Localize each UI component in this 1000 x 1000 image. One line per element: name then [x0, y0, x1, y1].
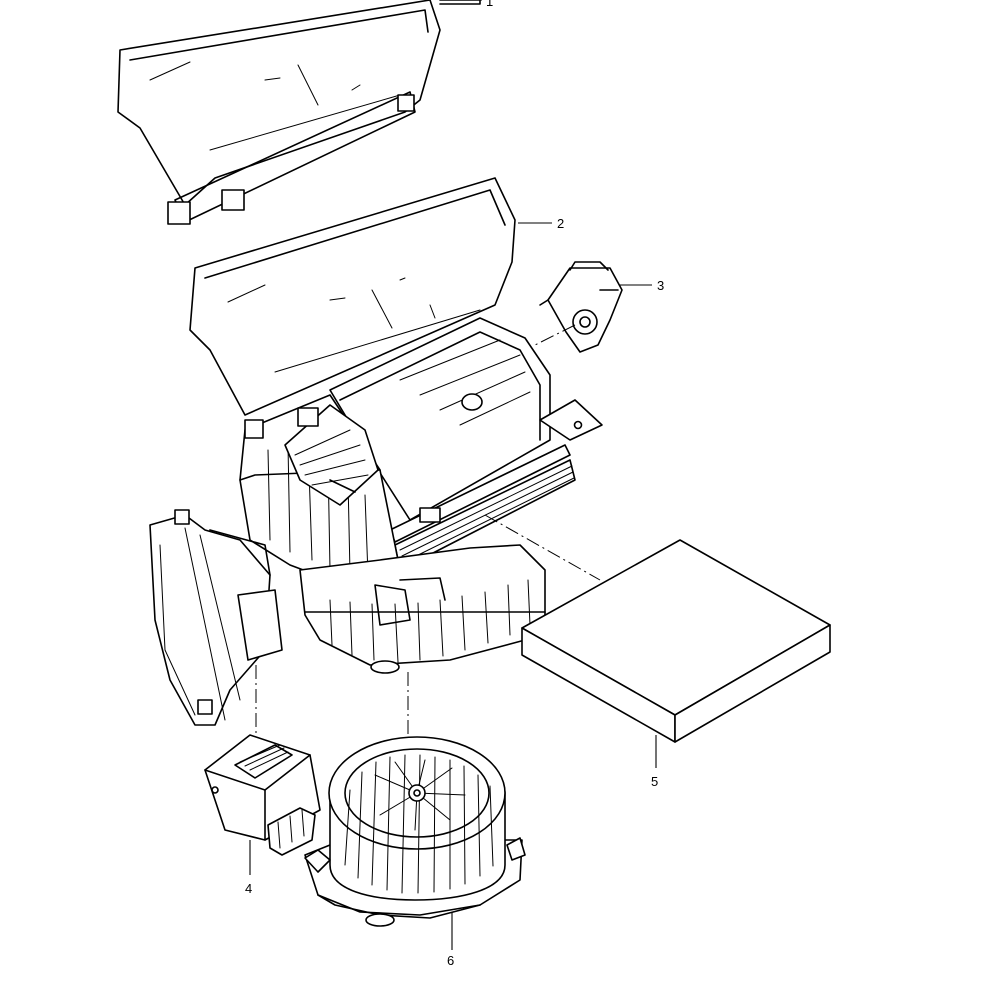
- callout-3: 3: [620, 278, 664, 293]
- part-3-actuator: [534, 261, 623, 353]
- callout-2: 2: [518, 216, 564, 231]
- part-2-lower-cover: [189, 177, 516, 416]
- part-5-cabin-filter: [521, 539, 831, 743]
- callout-5-label: 5: [651, 774, 658, 789]
- callout-6: 6: [447, 912, 454, 968]
- callout-2-label: 2: [557, 216, 564, 231]
- callout-1-label: 1: [486, 0, 493, 9]
- callout-1: 1: [440, 0, 493, 9]
- fan-blades: [344, 754, 494, 894]
- hvac-housing: [149, 317, 603, 726]
- callout-3-label: 3: [657, 278, 664, 293]
- part-6-blower-motor: [304, 736, 526, 927]
- callout-5: 5: [651, 735, 658, 789]
- callout-6-label: 6: [447, 953, 454, 968]
- callout-4: 4: [245, 840, 252, 896]
- callout-4-label: 4: [245, 881, 252, 896]
- leader-part-5: [484, 514, 601, 581]
- part-1-upper-cover: [117, 0, 481, 225]
- part-4-resistor: [204, 734, 321, 856]
